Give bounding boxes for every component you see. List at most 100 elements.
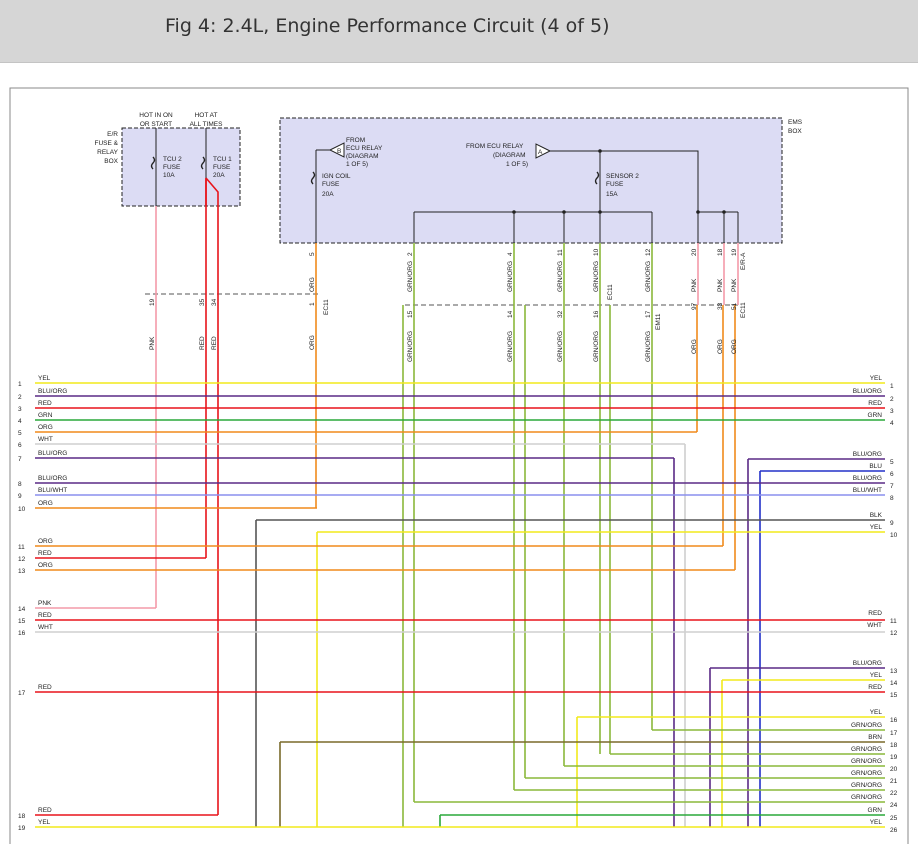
ems-label-1: EMS [788, 119, 803, 126]
right-wire-number: 12 [890, 630, 898, 637]
left-wire-label: BLU/ORG [38, 388, 67, 395]
left-wire-number: 7 [18, 456, 22, 463]
right-wire-label: GRN/ORG [851, 758, 882, 765]
right-wire-label: GRN [868, 807, 883, 814]
top-pin-color: GRN/ORG [557, 261, 564, 292]
pin-labels: 5ORG2GRN/ORG4GRN/ORG11GRN/ORG10GRN/ORG12… [149, 248, 738, 362]
wiring-diagram: E/R FUSE & RELAY BOX HOT IN ON OR START … [9, 87, 909, 844]
top-pin-color: PNK [731, 278, 738, 292]
ecu-relay-b-label-2: ECU RELAY [346, 145, 383, 152]
er-box-label-1: E/R [107, 131, 118, 138]
tcu2-fuse-icon [150, 156, 156, 170]
right-wire-label: GRN/ORG [851, 794, 882, 801]
top-pin-number: 12 [645, 248, 652, 256]
right-wire-number: 17 [890, 730, 898, 737]
right-wire-label: BLU/ORG [853, 388, 882, 395]
right-wire-label: GRN [868, 412, 883, 419]
ecu-relay-b-connector-icon [328, 142, 345, 158]
ign-coil-label-2: FUSE [322, 181, 340, 188]
right-wire-number: 9 [890, 520, 894, 527]
right-wire-label: GRN/ORG [851, 770, 882, 777]
mid-pin-color: PNK [149, 336, 156, 350]
hot-all-label-1: HOT AT [195, 112, 218, 119]
top-pin-number: 18 [717, 248, 724, 256]
mid-pin-color: ORG [691, 339, 698, 354]
mid-pin-number: 97 [691, 302, 698, 310]
wire-labels: 1YEL2BLU/ORG3RED4GRN5ORG6WHT7BLU/ORG8BLU… [18, 375, 898, 834]
right-wire-number: 10 [890, 532, 898, 539]
left-wire-number: 1 [18, 381, 22, 388]
mid-pin-number: 1 [309, 302, 316, 306]
mid-pin-number: 51 [731, 302, 738, 310]
right-wire-label: WHT [867, 622, 882, 629]
left-wire-number: 5 [18, 430, 22, 437]
left-wire-label: RED [38, 807, 52, 814]
left-wire-label: GRN [38, 412, 53, 419]
mid-pin-color: ORG [731, 339, 738, 354]
right-wire-number: 1 [890, 383, 894, 390]
mid-pin-color: RED [211, 336, 218, 350]
right-wire-number: 16 [890, 717, 898, 724]
right-wire-label: RED [868, 610, 882, 617]
right-wire-number: 25 [890, 815, 898, 822]
mid-pin-color: ORG [309, 335, 316, 350]
ign-coil-fuse-icon [310, 171, 316, 185]
top-pin-number: 11 [557, 249, 564, 256]
vwire-jog [205, 177, 219, 206]
left-wire-label: WHT [38, 624, 53, 631]
right-wire-number: 5 [890, 459, 894, 466]
left-wire-number: 10 [18, 506, 26, 513]
right-wire-label: GRN/ORG [851, 782, 882, 789]
er-box-label-2: FUSE & [95, 140, 119, 147]
vertical-wires [155, 177, 761, 827]
right-wire-number: 15 [890, 692, 898, 699]
tcu1-fuse-icon [200, 156, 206, 170]
left-wire-label: RED [38, 550, 52, 557]
right-wire-label: BLU/WHT [853, 487, 882, 494]
ecu-relay-a-connector-icon [535, 143, 552, 159]
left-wire-number: 16 [18, 630, 26, 637]
left-wire-label: RED [38, 612, 52, 619]
ec11-label-2: EC11 [607, 284, 614, 300]
figure-header: Fig 4: 2.4L, Engine Performance Circuit … [0, 0, 918, 63]
sensor2-fuse-icon [594, 171, 600, 185]
right-wire-number: 14 [890, 680, 898, 687]
left-wire-label: YEL [38, 375, 51, 382]
top-pin-number: 20 [691, 248, 698, 256]
right-wire-label: YEL [870, 375, 883, 382]
horizontal-wires [35, 382, 885, 828]
left-wire-number: 17 [18, 690, 26, 697]
mid-pin-color: GRN/ORG [507, 331, 514, 362]
right-wire-label: BLK [870, 512, 883, 519]
ecu-relay-a-label-3: 1 OF 5) [506, 161, 528, 168]
mid-pin-number: 16 [593, 310, 600, 318]
right-wire-number: 26 [890, 827, 898, 834]
left-wire-number: 3 [18, 406, 22, 413]
right-wire-number: 24 [890, 802, 898, 809]
right-wire-number: 2 [890, 396, 894, 403]
right-wire-number: 22 [890, 790, 898, 797]
right-wire-label: RED [868, 400, 882, 407]
tcu2-label-2: FUSE [163, 164, 181, 171]
left-wire-number: 14 [18, 606, 26, 613]
right-wire-label: BLU/ORG [853, 475, 882, 482]
mid-pin-color: GRN/ORG [645, 331, 652, 362]
ecu-relay-b-letter: B [337, 148, 341, 155]
mid-pin-number: 32 [557, 310, 564, 318]
top-pin-number: 10 [593, 248, 600, 256]
hot-on-label-2: OR START [140, 121, 172, 128]
left-wire-number: 19 [18, 825, 26, 832]
right-wire-number: 4 [890, 420, 894, 427]
ems-box: EMS BOX B FROM ECU RELAY (DIAGRAM 1 OF 5… [279, 117, 803, 244]
left-wire-label: ORG [38, 500, 53, 507]
mid-pin-number: 17 [645, 310, 652, 318]
left-wire-number: 15 [18, 618, 26, 625]
mid-pin-color: GRN/ORG [407, 331, 414, 362]
right-wire-label: YEL [870, 524, 883, 531]
mid-pin-color: ORG [717, 339, 724, 354]
ec11-label-1: EC11 [323, 299, 330, 315]
tcu1-label-1: TCU 1 [213, 156, 232, 163]
top-pin-color: ORG [309, 277, 316, 292]
right-wire-number: 8 [890, 495, 894, 502]
ec11-label-3: EC11 [740, 302, 747, 318]
